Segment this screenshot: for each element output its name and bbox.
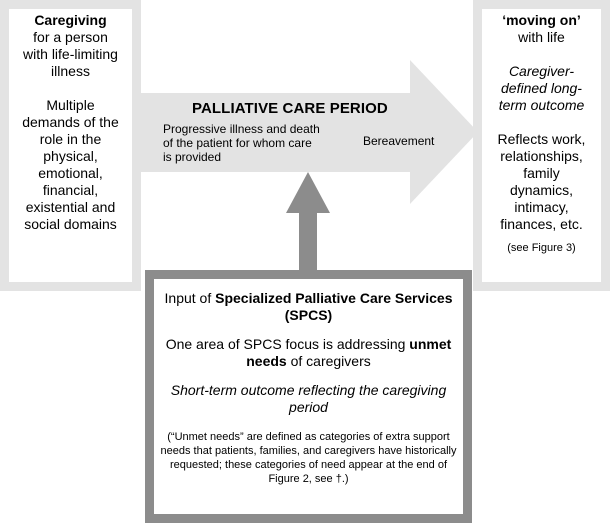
unmet-needs-note: (“Unmet needs” are defined as categories… [160,431,457,485]
input-prefix: Input of [164,290,216,306]
demands-line: physical, [43,148,98,164]
reflects-line: family [523,165,560,181]
spcs-box: Input of Specialized Palliative Care Ser… [145,270,472,523]
caregiving-line: illness [51,63,90,79]
moving-on-line: with life [518,29,565,45]
demands-line: demands of the [22,114,119,130]
palliative-care-arrow [141,60,478,204]
caregiving-box: Caregiving for a person with life-limiti… [0,0,141,291]
reflects-line: Reflects work, [497,131,586,147]
bereavement-label: Bereavement [363,134,435,148]
caregiving-line: for a person [33,29,108,45]
demands-line: emotional, [38,165,103,181]
reflects-line: finances, etc. [500,216,583,232]
see-figure-ref: (see Figure 3) [507,242,576,254]
spcs-input-arrow [286,172,330,272]
spcs-focus-text: One area of SPCS focus is addressing unm… [160,336,457,370]
demands-line: Multiple [46,97,95,113]
spacer [482,233,601,241]
spacer [482,114,601,131]
spacer [9,80,132,97]
spacer [482,46,601,63]
demands-line: social domains [24,216,117,232]
palliative-care-title: PALLIATIVE CARE PERIOD [192,100,388,117]
unmet-needs-term: unmet needs [246,336,452,369]
outcome-line: defined long- [501,80,582,96]
demands-line: role in the [39,131,102,147]
demands-line: financial, [42,182,99,198]
progressive-illness-text: Progressive illness and death of the pat… [163,122,320,164]
reflects-line: dynamics, [509,182,574,198]
spcs-box-content: Input of Specialized Palliative Care Ser… [154,279,463,514]
focus-suffix: of caregivers [286,353,371,369]
reflects-line: intimacy, [514,199,569,215]
moving-on-box: ‘moving on’ with life Caregiver- defined… [473,0,610,291]
caregiving-box-content: Caregiving for a person with life-limiti… [9,9,132,282]
moving-on-title: ‘moving on’ [502,12,581,28]
reflects-line: relationships, [500,148,583,164]
spcs-name: Specialized Palliative Care Services (SP… [215,290,453,323]
outcome-line: Caregiver- [508,63,575,79]
focus-prefix: One area of SPCS focus is addressing [165,336,410,352]
spcs-input-text: Input of Specialized Palliative Care Ser… [160,290,457,324]
outcome-line: term outcome [498,97,585,113]
short-term-outcome: Short-term outcome reflecting the caregi… [170,382,447,415]
caregiving-title: Caregiving [34,12,107,28]
caregiving-line: with life-limiting [23,46,118,62]
moving-on-box-content: ‘moving on’ with life Caregiver- defined… [482,9,601,282]
demands-line: existential and [25,199,116,215]
